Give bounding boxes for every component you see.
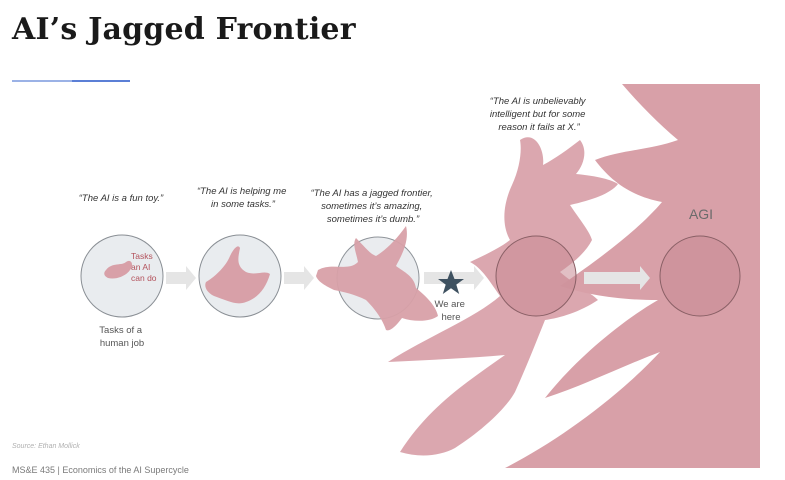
slide-title: AI’s Jagged Frontier [12,12,356,47]
star-icon [438,270,464,294]
stage-blob-1 [104,260,133,279]
stage-blob-3 [316,226,438,331]
course-footer: MS&E 435 | Economics of the AI Supercycl… [12,465,189,475]
human-job-label: Tasks of a human job [99,325,144,349]
arrow-1 [166,266,196,290]
stage-circle-4 [495,235,577,317]
tasks-ai-can-do-label: Tasks an AI can do [131,251,157,283]
stage-quote-1: “The AI is a fun toy.” [79,193,164,204]
arrow-4 [584,266,650,290]
source-credit: Source: Ethan Mollick [12,443,80,450]
agi-label: AGI [689,206,713,222]
agi-circle [659,235,741,317]
we-are-here-label: We are here [434,299,467,323]
stage-quote-3: “The AI has a jagged frontier, sometimes… [311,188,436,225]
arrow-2 [284,266,314,290]
stage-blob-2 [205,246,270,304]
stage-quote-2: “The AI is helping me in some tasks.” [197,186,289,210]
title-underline-highlight [12,80,72,82]
stage-quote-4: “The AI is unbelievably intelligent but … [490,96,588,133]
